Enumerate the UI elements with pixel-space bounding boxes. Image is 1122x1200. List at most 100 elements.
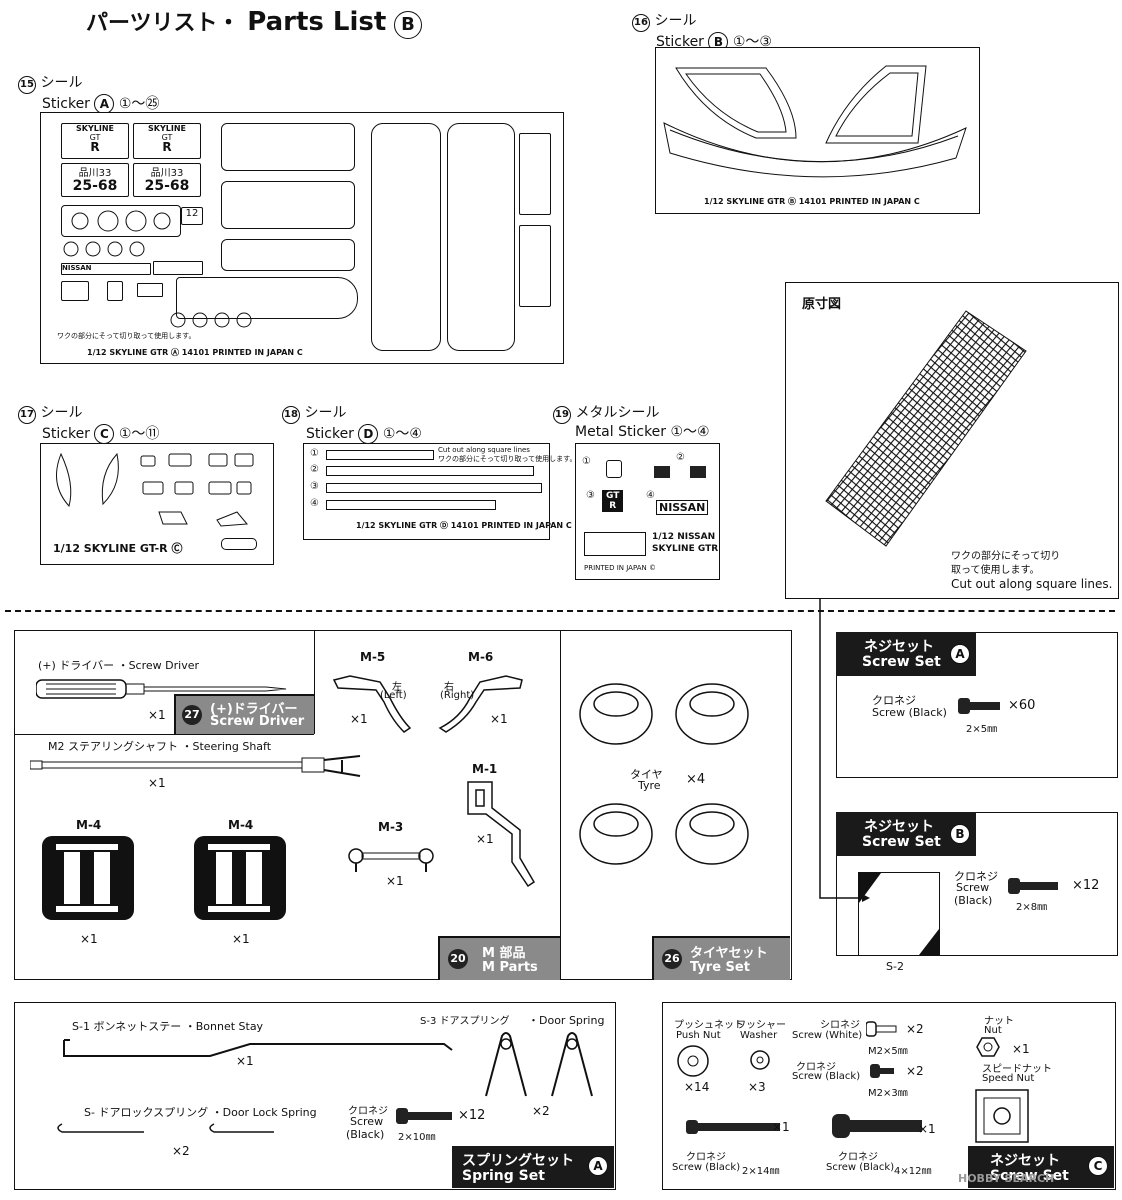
black-screw-en: Screw (Black) [792,1071,861,1082]
mesh-box: 原寸図 ワクの部分にそって切り 取って使用します。 Cut out along … [785,282,1119,599]
screw-c-letter: C [1088,1156,1108,1176]
window-piece-8 [519,225,551,307]
strip-2 [326,466,534,476]
sticker-c-bar [221,538,257,550]
m4a-qty: ×1 [80,932,98,946]
white-screw-en: Screw (White) [792,1030,863,1041]
sticker-d-label-3: ③ [310,481,319,492]
strip-1 [326,450,434,460]
sticker-a-number: 15 [18,76,36,94]
screw-a-jp: ネジセット [864,639,934,655]
spring-badge-jp: スプリングセット [462,1153,574,1169]
right-jp: 右 [444,682,454,693]
mesh-grid [825,310,1027,547]
cut-note-en: Cut out along square lines [438,446,530,454]
door-spring-en: ・Door Spring [528,1014,605,1027]
m1-qty: ×1 [476,832,494,846]
m4-plate-2 [194,836,286,920]
tyre-en: Tyre [638,779,661,792]
sticker-c-pieces [56,452,254,527]
bonnet-label: S-1 ボンネットステー ・Bonnet Stay [72,1020,264,1033]
window-piece-2 [221,181,355,229]
black-screw-icon [870,1064,894,1078]
window-piece-6 [447,123,515,351]
nut-icon [976,1037,1000,1057]
spring-badge-en: Spring Set [462,1168,545,1184]
shaft-qty: ×1 [148,776,166,790]
plate-number: 25-68 [144,178,190,194]
nut-en: Nut [984,1025,1002,1036]
long-screw-1-size: 2×14㎜ [742,1166,780,1177]
small-square-1 [61,281,89,301]
metal-sheet: ① ② ③ ④ GT R NISSAN 1/12 NISSAN SKYLINE … [575,443,720,580]
metal-gtr-badge-2 [690,466,706,478]
window-piece-3 [221,239,355,271]
plate-city: 品川33 [78,168,112,179]
metal-gt: GT [606,491,620,501]
tyre-icons [579,683,749,865]
sticker-b-outlines [663,65,967,178]
screw-b-qty: ×12 [1072,878,1100,893]
sticker-a-range: ①〜㉕ [118,96,160,112]
sticker-c-number: 17 [18,406,36,424]
washer-qty: ×3 [748,1080,766,1094]
sticker-d-en: Sticker [306,426,354,442]
title-letter: B [393,11,422,39]
washer-en: Washer [740,1030,778,1041]
m3-label: M-3 [378,820,404,834]
mesh-jp-1: ワクの部分にそって切り [951,551,1061,562]
spring-box [14,1002,616,1190]
driver-badge: 27 (+)ドライバー Screw Driver [174,694,314,734]
nut-qty: ×1 [1012,1042,1030,1056]
strip-3 [326,483,542,493]
long-screw-1-icon [686,1120,780,1134]
license-plate-2: 品川33 25-68 [133,163,201,197]
lock-spring-icons [57,1123,274,1133]
metal-gtr-badge-1 [654,466,670,478]
long-screw-2-icon [832,1114,922,1138]
screw-b-label-en2: (Black) [954,894,993,907]
push-nut-jp: プッシュネット [674,1020,744,1031]
screw-icon [958,698,1000,714]
bonnet-qty: ×1 [236,1054,254,1068]
metal-blank [584,532,646,556]
push-nut-qty: ×14 [684,1080,710,1094]
metal-label-2: ② [676,452,685,463]
spring-screw-en1: Screw [350,1115,384,1128]
sticker-c-footer: 1/12 SKYLINE GT-R Ⓒ [53,542,183,555]
skyline-logo-1: SKYLINE GT R [61,123,129,159]
long-screw-2-size: 4×12㎜ [894,1166,932,1177]
mesh-title: 原寸図 [802,297,842,312]
window-piece-7 [519,133,551,215]
sticker-a-letter: A [94,94,115,114]
sticker-c-letter: C [94,424,115,444]
blank-strip [153,261,203,275]
r-text: R [90,140,100,154]
left-en: (Left) [380,690,407,701]
steering-shaft-icon [30,755,361,777]
m3-part [348,848,434,872]
right-en: (Right) [440,690,475,701]
small-gauges [63,241,145,257]
window-piece-5 [371,123,441,351]
sticker-b-range: ①〜③ [732,34,772,50]
long-screw-2-qty: ×1 [918,1122,936,1136]
speed-nut-jp: スピードナット [982,1064,1052,1075]
m-parts-divider-1 [14,734,314,735]
gauge-icons [71,210,171,232]
white-screw-qty: ×2 [906,1022,924,1036]
tyre-badge-jp: タイヤセット [690,946,768,961]
s2-mesh-corners [859,873,939,955]
m4b-label: M-4 [228,818,254,832]
screw-a-badge: ネジセット Screw Set A [836,632,976,676]
title-jp: パーツリスト・ [86,11,240,36]
strip-4 [326,500,496,510]
m1-label: M-1 [472,762,498,776]
m6-label: M-6 [468,650,494,664]
title-en: Parts List [247,7,387,37]
m-parts-badge-number: 20 [448,949,468,969]
sticker-d-letter: D [358,424,379,444]
screw-b-badge: ネジセット Screw Set B [836,812,976,856]
screw-a-size: 2×5㎜ [966,724,998,735]
door-spring-qty: ×2 [532,1104,550,1118]
